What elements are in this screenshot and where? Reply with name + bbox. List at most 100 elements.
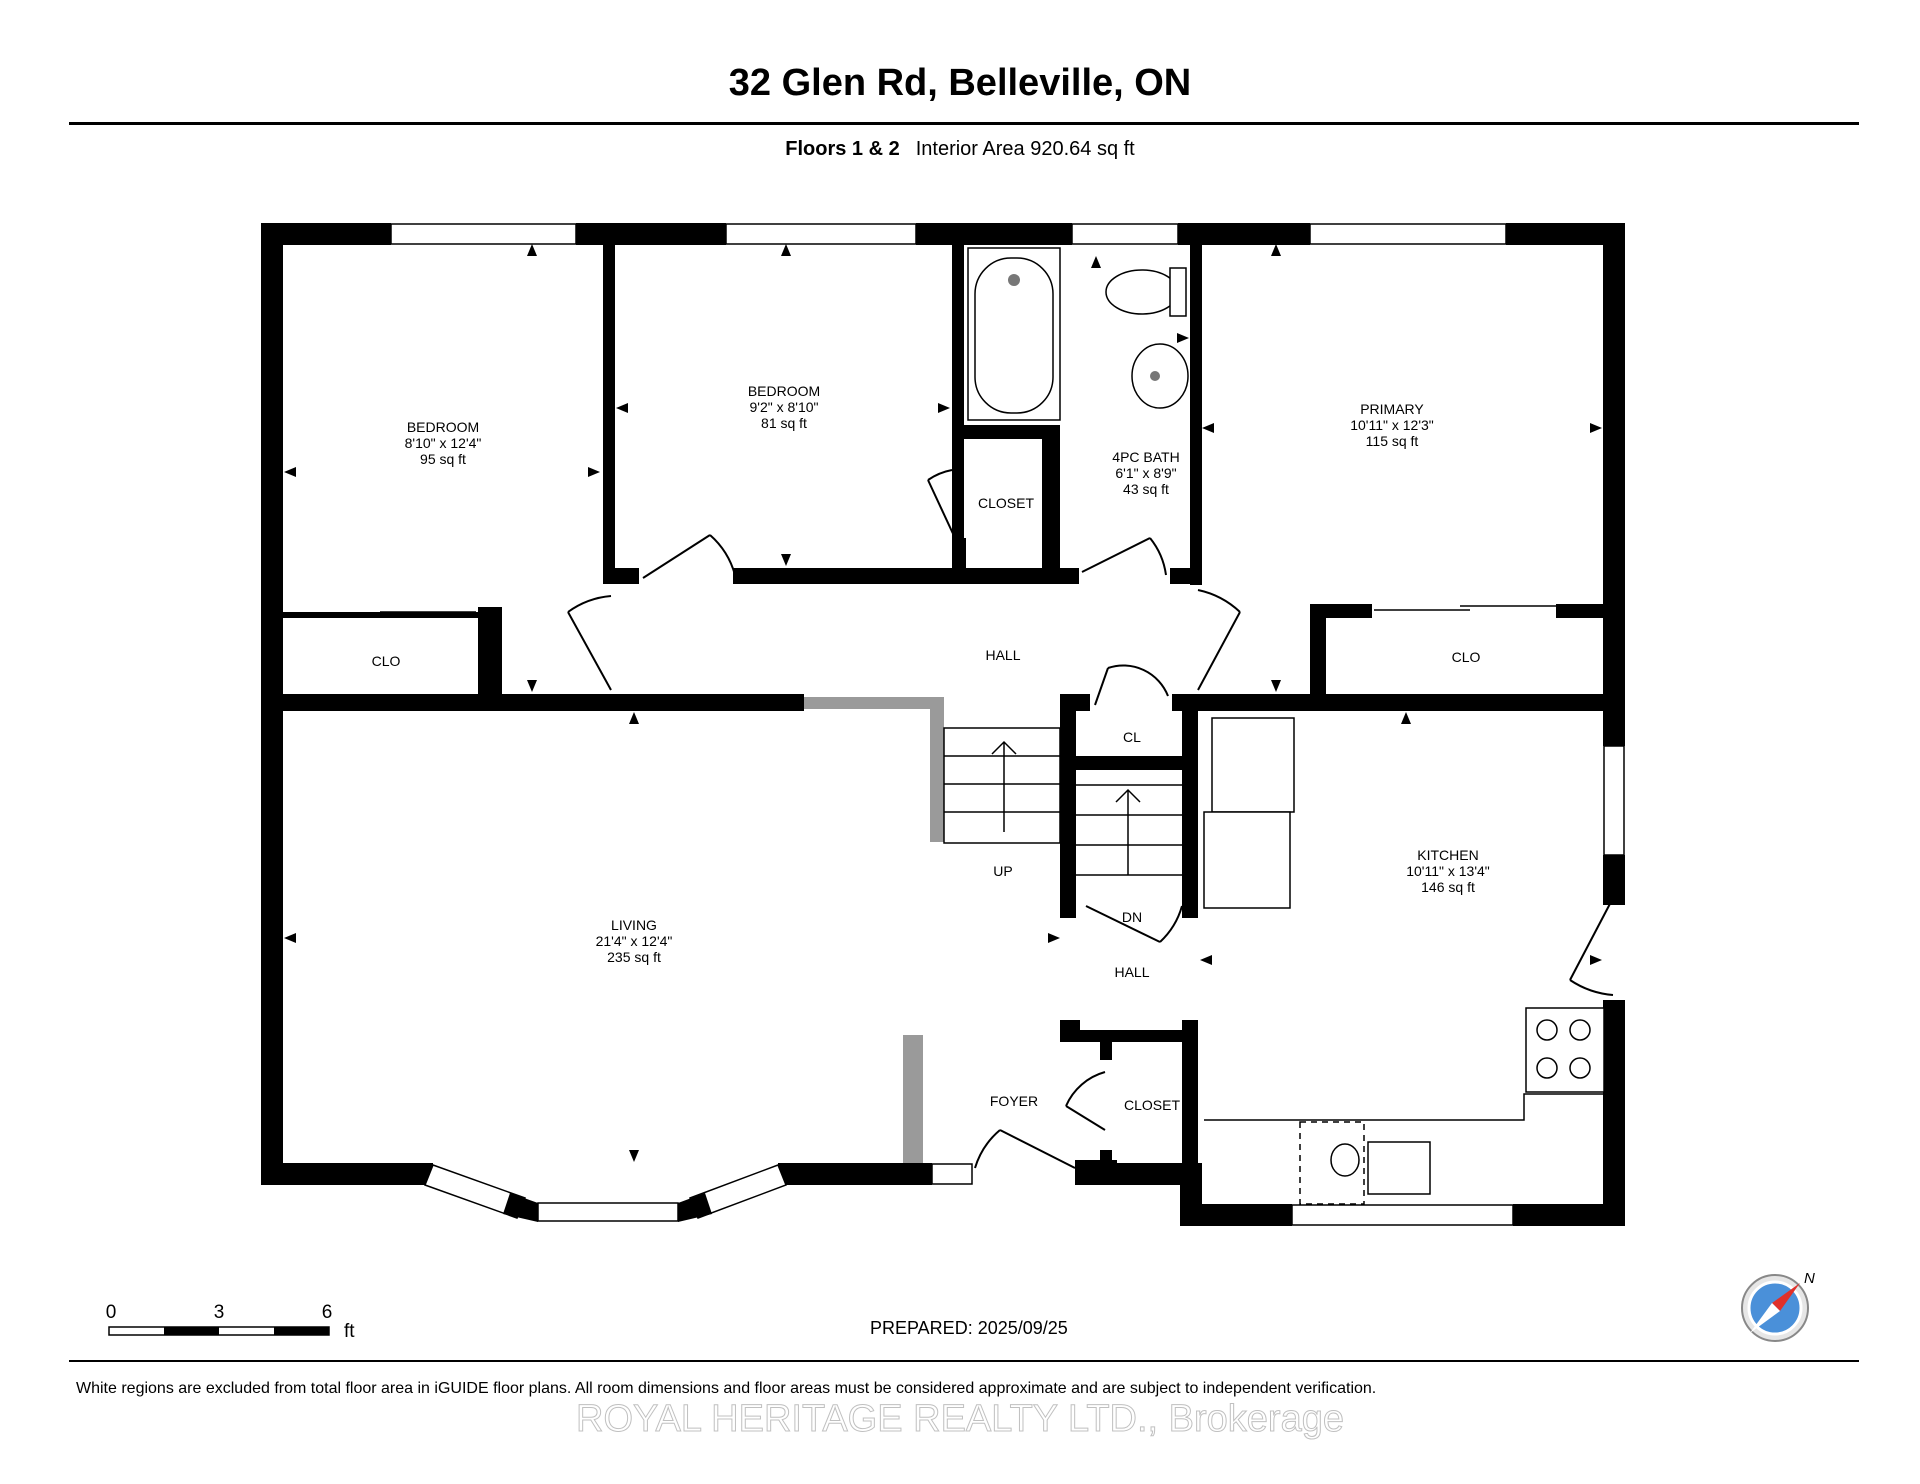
wall-bed1-bed2 — [603, 240, 615, 576]
kitchen-name: KITCHEN — [1417, 847, 1478, 863]
arrow-up — [1401, 712, 1411, 724]
compass-needle-south-icon — [1750, 1303, 1780, 1333]
wall-top-4 — [1178, 223, 1310, 245]
scale-tick-3: 3 — [214, 1302, 225, 1323]
toilet — [1105, 269, 1179, 315]
kitchen-dims: 10'11" x 13'4" — [1406, 863, 1490, 879]
arrow-left — [284, 933, 296, 943]
bedroom2-dims: 9'2" x 8'10" — [750, 399, 819, 415]
cl-label: CL — [1123, 729, 1141, 745]
door-cl-arc — [1107, 664, 1169, 697]
scale-tick-6: 6 — [322, 1302, 333, 1323]
burner — [1536, 1019, 1558, 1041]
bathtub-inner — [974, 257, 1054, 414]
stove — [1525, 1007, 1605, 1093]
hall-upper-label: HALL — [985, 647, 1020, 663]
wall-right-mid — [1603, 855, 1625, 905]
door-bath-arc — [1149, 537, 1167, 576]
kitchen-counter — [1204, 1093, 1604, 1121]
door-kitchen — [1569, 897, 1614, 981]
fixtures — [967, 247, 1605, 1195]
arrow-down — [629, 1150, 639, 1162]
door-closet — [927, 479, 956, 539]
door-dn — [1085, 905, 1161, 943]
arrow-right — [1048, 933, 1060, 943]
wall-right-upper — [1603, 223, 1625, 746]
dimension-arrows — [284, 244, 1602, 1162]
arrow-right — [1590, 423, 1602, 433]
primary-area: 115 sq ft — [1366, 433, 1419, 449]
wall-closet-right — [1042, 425, 1060, 575]
toilet-tank — [1169, 267, 1187, 317]
stair-surround — [804, 697, 944, 1163]
walls — [261, 223, 1625, 1226]
arrow-right — [1590, 955, 1602, 965]
wall-hall-top-3 — [1170, 568, 1202, 584]
wall-closet-top — [964, 425, 1060, 439]
door-swings — [567, 469, 1614, 1169]
door-front — [999, 1129, 1076, 1169]
living-name: LIVING — [611, 917, 657, 933]
window-bath — [1071, 223, 1179, 245]
scale-bar-segment — [164, 1327, 219, 1335]
window-kitchen-side — [1603, 745, 1625, 856]
wall-bath-primary — [1190, 240, 1202, 585]
door-cl — [1094, 667, 1109, 706]
door-bed1 — [567, 611, 612, 691]
window-bed2 — [725, 223, 917, 245]
clo-right-label: CLO — [1452, 649, 1481, 665]
door-closet-foyer — [1065, 1105, 1106, 1131]
door-bed2 — [642, 534, 711, 579]
wall-clo-right-top-2 — [1556, 604, 1606, 618]
bath-area: 43 sq ft — [1123, 481, 1169, 497]
footer-rule — [69, 1360, 1859, 1362]
arrow-left — [616, 403, 628, 413]
stair-up-arrow-head — [991, 740, 1017, 755]
door-primary — [1197, 611, 1241, 691]
sink-drain — [1150, 371, 1160, 381]
arrow-right — [1177, 333, 1189, 343]
foyer-label: FOYER — [990, 1093, 1038, 1109]
tub-drain — [1008, 274, 1020, 286]
wall-left — [261, 223, 283, 1183]
wall-stair-right — [1182, 696, 1198, 918]
arrow-up — [781, 244, 791, 256]
disclaimer: White regions are excluded from total fl… — [76, 1380, 1377, 1397]
wall-stair-left — [1060, 696, 1076, 918]
window-bed1 — [390, 223, 577, 245]
scale-unit: ft — [344, 1321, 355, 1342]
wall-closet-stub — [952, 538, 966, 572]
window-bay-center — [537, 1202, 679, 1222]
door-front-arc — [974, 1129, 1001, 1169]
stairs-up — [943, 727, 1061, 844]
wall-right-lower — [1603, 1000, 1625, 1226]
wall-cl-top — [1060, 694, 1090, 711]
brokerage-watermark: ROYAL HERITAGE REALTY LTD., Brokerage — [576, 1398, 1345, 1441]
arrow-down — [527, 680, 537, 692]
kitchen-sink — [1367, 1141, 1431, 1195]
counter-island — [1203, 811, 1291, 909]
arrow-right — [588, 467, 600, 477]
compass-needle-north-icon — [1772, 1283, 1800, 1311]
wall-hall-top-2 — [733, 568, 1079, 584]
clo-left-label: CLO — [372, 653, 401, 669]
sliding-doors — [290, 605, 1556, 617]
floors-label: Floors 1 & 2 — [785, 138, 900, 160]
wall-bottom-2 — [778, 1163, 932, 1185]
wall-top-5 — [1506, 223, 1625, 245]
door-bed2-arc — [709, 534, 736, 576]
prepared-date: PREPARED: 2025/09/25 — [870, 1318, 1068, 1338]
interior-area: Interior Area 920.64 sq ft — [915, 138, 1135, 160]
window-primary — [1309, 223, 1507, 245]
room-labels: BEDROOM 8'10" x 12'4" 95 sq ft BEDROOM 9… — [372, 383, 1490, 1113]
arrow-left — [1200, 955, 1212, 965]
bedroom1-name: BEDROOM — [407, 419, 479, 435]
bedroom2-area: 81 sq ft — [761, 415, 807, 431]
scale-tick-0: 0 — [106, 1302, 117, 1323]
arrow-up — [1271, 244, 1281, 256]
wall-hall-top-1 — [603, 568, 639, 584]
bay-corner-right — [678, 1193, 712, 1222]
arrow-down — [781, 554, 791, 566]
wall-cl-bottom — [1076, 756, 1182, 770]
arrow-up — [1091, 256, 1101, 268]
